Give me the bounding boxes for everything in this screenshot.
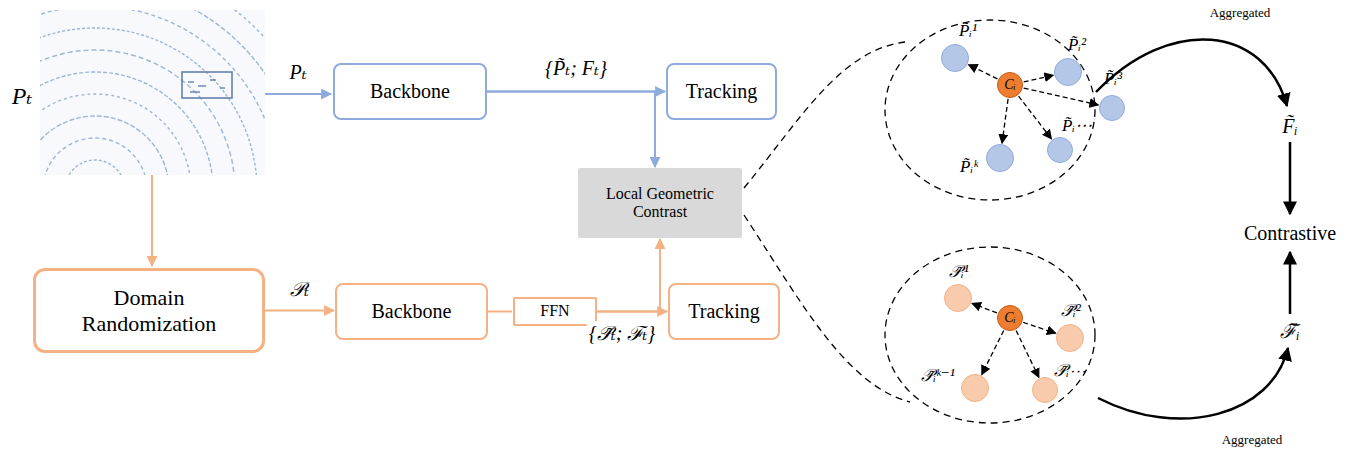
scan-ring <box>40 28 257 175</box>
connector <box>1019 96 1052 139</box>
connector <box>1024 75 1054 82</box>
box-label: Local Geometric Contrast <box>595 185 725 222</box>
connector <box>1016 331 1039 378</box>
connector <box>1024 88 1099 105</box>
process-box: Backbone <box>333 63 487 120</box>
point-circle: P̃ᵢ³ <box>1099 95 1125 121</box>
scan-ring <box>40 50 235 175</box>
point-cloud <box>0 0 323 418</box>
box-label: Backbone <box>372 300 452 323</box>
box-label: Tracking <box>688 300 759 323</box>
aggregate-arrow <box>1096 39 1287 106</box>
process-box: Tracking <box>668 283 780 340</box>
point-label: P̃ᵢ⋯ <box>1061 115 1093 136</box>
connector <box>265 310 334 312</box>
connector <box>597 239 660 311</box>
scan-ring <box>40 94 191 175</box>
annotation: Aggregated <box>1222 432 1283 448</box>
scan-ring <box>40 72 213 175</box>
process-box: Local Geometric Contrast <box>578 168 742 238</box>
annotation: Aggregated <box>1210 5 1271 21</box>
object-points <box>188 80 225 92</box>
process-box: FFN <box>513 297 597 325</box>
point-circle: P̃ᵢ⋯ <box>1047 137 1073 163</box>
neighbourhood-ellipse <box>885 20 1095 200</box>
scan-ring <box>43 138 147 175</box>
process-box: Domain Randomization <box>33 268 265 353</box>
box-label: Backbone <box>370 80 450 103</box>
point-label: 𝒫̃ᵢ⋯ <box>1053 361 1087 381</box>
annotation: Contrastive <box>1244 222 1336 245</box>
scan-ring <box>40 10 265 175</box>
object-box <box>182 72 232 98</box>
input-arrow <box>265 93 331 95</box>
edge-label: 𝒫ₜ <box>288 277 311 301</box>
point-circle: P̃ᵢᵏ <box>986 144 1014 172</box>
point-label: P̃ᵢ¹ <box>958 21 978 41</box>
point-circle: 𝒫̃ᵢ¹ <box>944 284 972 312</box>
point-label: 𝒫̃ᵢᵏ⁻¹ <box>920 365 956 386</box>
box-label: Domain Randomization <box>64 285 234 336</box>
math-symbol: F̃ᵢ <box>1282 115 1297 138</box>
contrast-arrow <box>1289 252 1292 314</box>
math-symbol: Pₜ <box>12 82 33 110</box>
connector <box>982 331 1004 375</box>
contrast-arrow <box>1289 142 1292 214</box>
scan-ring <box>40 10 265 175</box>
aggregate-arrow <box>1098 348 1288 419</box>
edge-label: {𝒫̃ₜ; ℱₜ} <box>587 321 658 345</box>
center-label: Cᵢ <box>1004 77 1016 93</box>
connector <box>972 303 997 313</box>
scan-ring <box>65 160 125 175</box>
point-circle: 𝒫̃ᵢ⋯ <box>1032 377 1058 403</box>
connector <box>1023 322 1055 333</box>
point-circle: P̃ᵢ¹ <box>941 44 969 72</box>
edge-label: {P̃ₜ; Fₜ} <box>543 56 609 80</box>
process-box: Tracking <box>666 63 777 120</box>
point-circle: 𝒫̃ᵢ² <box>1056 324 1084 352</box>
math-symbol: Pₜ <box>289 60 306 84</box>
point-circle: 𝒫̃ᵢᵏ⁻¹ <box>961 374 989 402</box>
scan-ring <box>40 116 169 175</box>
scan-ring <box>40 10 265 175</box>
connector <box>968 65 997 79</box>
point-label: 𝒫̃ᵢ² <box>1060 301 1082 321</box>
connector <box>487 92 655 168</box>
point-label: P̃ᵢ² <box>1067 35 1087 55</box>
center-label: Cᵢ <box>1004 310 1016 326</box>
input-arrow <box>151 175 153 266</box>
point-circle: Cᵢ <box>997 305 1023 331</box>
neighbourhood-ellipse <box>885 247 1095 423</box>
math-symbol: ℱ̃ᵢ <box>1280 317 1299 344</box>
connector <box>488 311 512 313</box>
point-circle: Cᵢ <box>997 72 1023 98</box>
connector <box>1002 99 1008 143</box>
process-box: Backbone <box>335 283 488 340</box>
box-label: FFN <box>540 302 569 320</box>
point-circle: P̃ᵢ² <box>1054 58 1082 86</box>
point-label: P̃ᵢ³ <box>1103 69 1123 89</box>
point-label: 𝒫̃ᵢ¹ <box>948 262 970 282</box>
point-label: P̃ᵢᵏ <box>959 157 979 177</box>
box-label: Tracking <box>686 80 757 103</box>
